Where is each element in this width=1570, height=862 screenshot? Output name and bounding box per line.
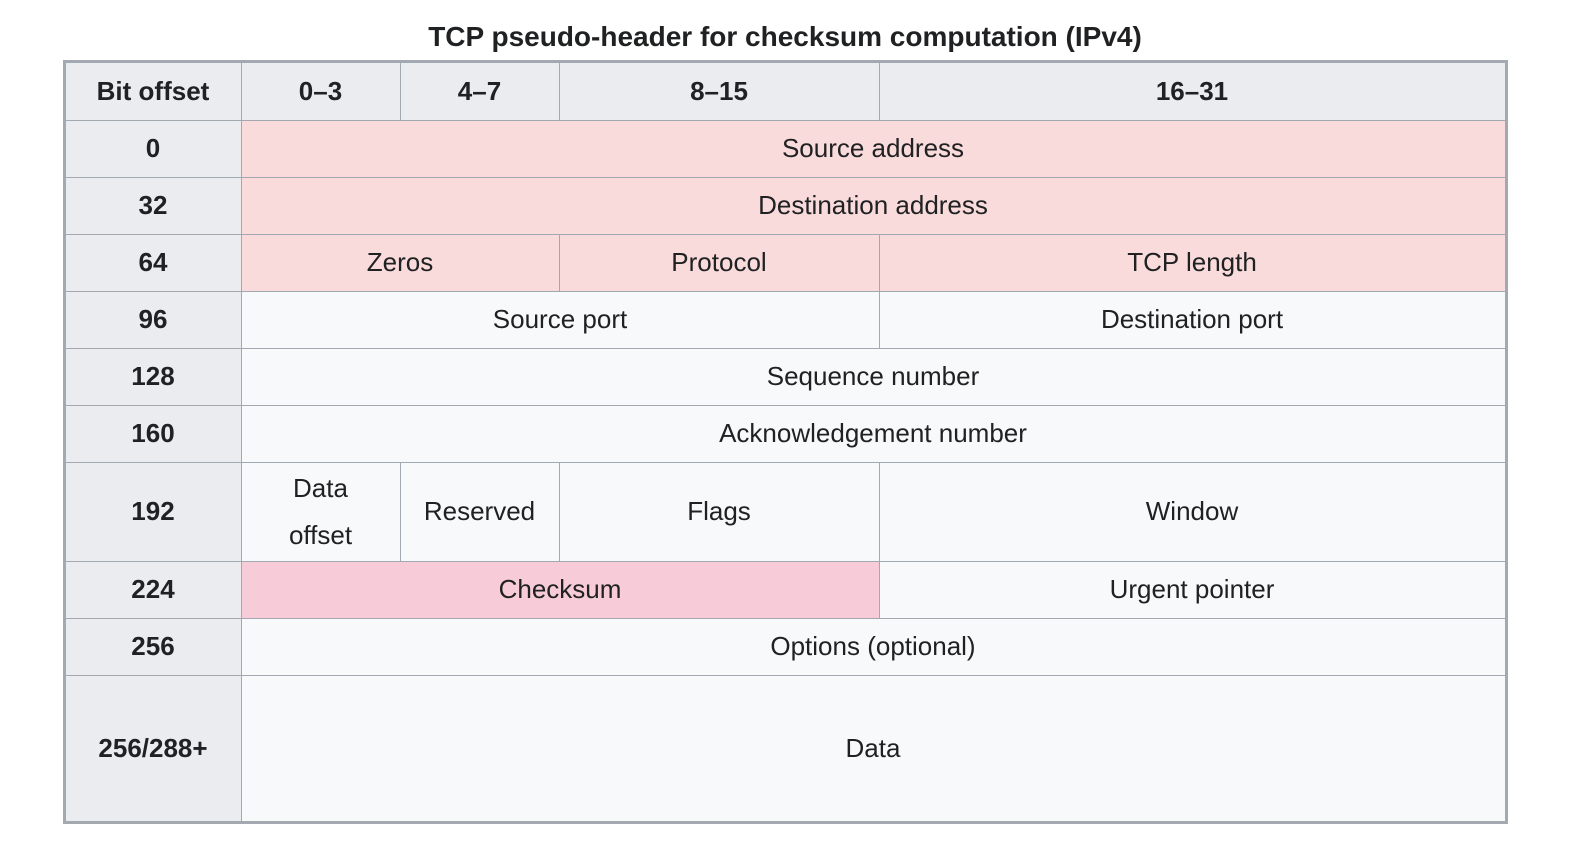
bit-offset-256-288-plus: 256/288+ <box>63 674 242 823</box>
col-header-bits-16-31: 16–31 <box>878 60 1507 121</box>
tcp-pseudo-header-table: Bit offset 0–3 4–7 8–15 16–31 0 Source a… <box>62 59 1508 824</box>
cell-data: Data <box>240 674 1507 823</box>
header-row: Bit offset 0–3 4–7 8–15 16–31 <box>63 60 1507 121</box>
row-96: 96 Source port Destination port <box>63 290 1507 349</box>
bit-offset-32: 32 <box>63 176 242 235</box>
cell-source-address: Source address <box>240 119 1507 178</box>
bit-offset-192: 192 <box>63 461 242 562</box>
row-160: 160 Acknowledgement number <box>63 404 1507 463</box>
bit-offset-160: 160 <box>63 404 242 463</box>
cell-data-offset: Data offset <box>240 461 401 562</box>
page: TCP pseudo-header for checksum computati… <box>0 20 1570 824</box>
col-header-bit-offset: Bit offset <box>63 60 242 121</box>
row-32: 32 Destination address <box>63 176 1507 235</box>
cell-reserved: Reserved <box>399 461 560 562</box>
row-0: 0 Source address <box>63 119 1507 178</box>
bit-offset-224: 224 <box>63 560 242 619</box>
cell-acknowledgement-number: Acknowledgement number <box>240 404 1507 463</box>
col-header-bits-8-15: 8–15 <box>558 60 880 121</box>
bit-offset-96: 96 <box>63 290 242 349</box>
col-header-bits-4-7: 4–7 <box>399 60 560 121</box>
row-192: 192 Data offset Reserved Flags Window <box>63 461 1507 562</box>
cell-sequence-number: Sequence number <box>240 347 1507 406</box>
cell-urgent-pointer: Urgent pointer <box>878 560 1507 619</box>
cell-flags: Flags <box>558 461 880 562</box>
cell-destination-port: Destination port <box>878 290 1507 349</box>
bit-offset-256: 256 <box>63 617 242 676</box>
row-64: 64 Zeros Protocol TCP length <box>63 233 1507 292</box>
cell-tcp-length: TCP length <box>878 233 1507 292</box>
table-caption: TCP pseudo-header for checksum computati… <box>428 21 1142 52</box>
bit-offset-0: 0 <box>63 119 242 178</box>
cell-destination-address: Destination address <box>240 176 1507 235</box>
bit-offset-128: 128 <box>63 347 242 406</box>
cell-options: Options (optional) <box>240 617 1507 676</box>
cell-window: Window <box>878 461 1507 562</box>
col-header-bits-0-3: 0–3 <box>240 60 401 121</box>
cell-protocol: Protocol <box>558 233 880 292</box>
cell-zeros: Zeros <box>240 233 560 292</box>
row-256-288-plus: 256/288+ Data <box>63 674 1507 823</box>
row-128: 128 Sequence number <box>63 347 1507 406</box>
cell-source-port: Source port <box>240 290 880 349</box>
row-256: 256 Options (optional) <box>63 617 1507 676</box>
row-224: 224 Checksum Urgent pointer <box>63 560 1507 619</box>
bit-offset-64: 64 <box>63 233 242 292</box>
cell-checksum: Checksum <box>240 560 880 619</box>
